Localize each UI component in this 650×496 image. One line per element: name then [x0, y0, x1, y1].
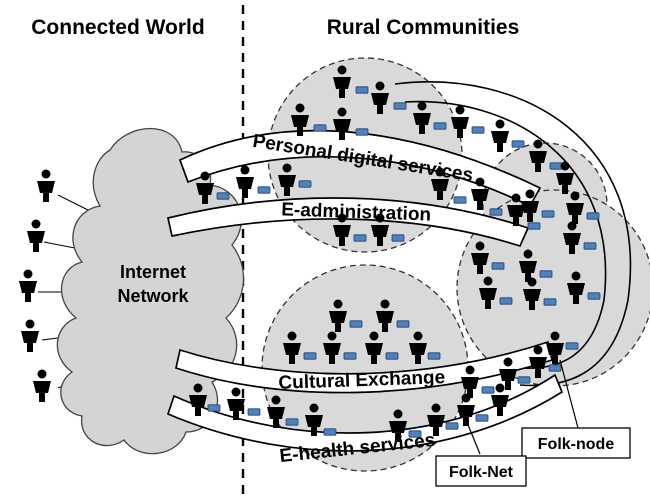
tube-e-health-services	[166, 373, 564, 452]
header-rural-communities: Rural Communities	[327, 16, 520, 39]
cloud-label-internet: Internet	[120, 262, 186, 282]
outer-loop	[394, 81, 632, 387]
tube-e-administration	[166, 197, 530, 248]
cloud-label-network: Network	[117, 286, 189, 306]
callout-line-folk-node	[559, 359, 579, 429]
callout-line-folk-net	[465, 419, 481, 455]
folk-net-box	[435, 455, 527, 487]
folk-net-label: Folk-Net	[449, 464, 514, 481]
header-connected-world: Connected World	[31, 16, 204, 39]
connected-users	[19, 169, 55, 402]
folk-node-box	[521, 427, 631, 459]
folk-node-label: Folk-node	[538, 436, 615, 453]
label-e-administration: E-administration	[281, 199, 432, 225]
